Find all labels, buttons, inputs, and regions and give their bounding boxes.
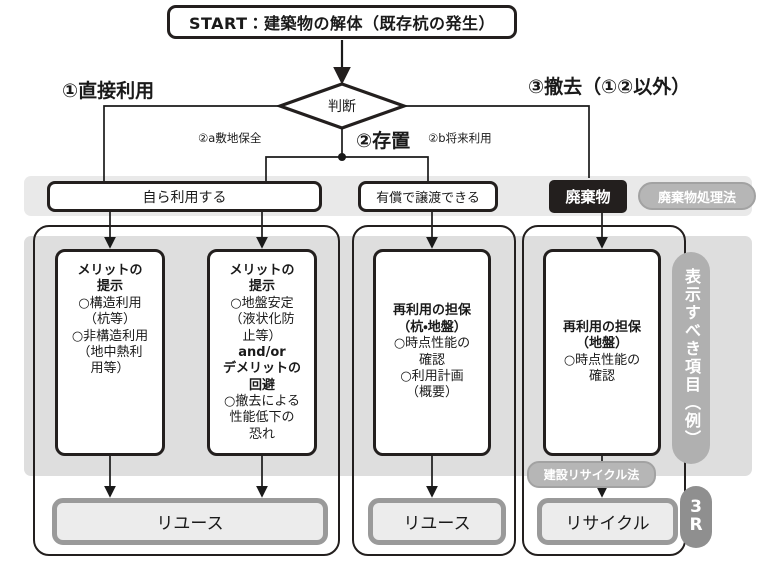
branch-label-retain: ②存置: [356, 130, 411, 152]
branch-label-direct-use: ①直接利用: [62, 80, 155, 102]
detail-box-merit-structural: メリットの 提示 ○構造利用 （杭等） ○非構造利用 （地中熱利 用等）: [55, 249, 165, 456]
group-frame-self-use: [33, 225, 340, 556]
detail-heading: メリットの 提示: [77, 263, 143, 295]
group-frame-paid-transfer: [352, 225, 516, 556]
side-label-display-items: 表示すべき項目（例）: [672, 252, 710, 464]
pill-construction-recycle-law: 建設リサイクル法: [527, 461, 656, 488]
decision-label: 判断: [328, 99, 356, 115]
badge-3r-line2: R: [689, 515, 703, 535]
detail-box-merit-demerit: メリットの 提示 ○地盤安定 （液状化防 止等） and/or デメリットの 回…: [207, 249, 317, 456]
detail-body: ○地盤安定 （液状化防 止等）: [229, 295, 295, 344]
badge-3r: 3 R: [680, 486, 712, 548]
start-box: START：建築物の解体（既存杭の発生）: [167, 5, 517, 39]
detail-heading: 再利用の担保 （杭・地盤）: [392, 303, 471, 335]
detail-body: ○時点性能の 確認: [563, 352, 641, 384]
badge-3r-line1: 3: [690, 497, 702, 518]
detail-connector-andor: and/or: [238, 344, 286, 360]
outcome-box-reuse-2: リユース: [368, 498, 506, 545]
category-box-paid-transfer: 有償で譲渡できる: [358, 181, 498, 212]
detail-body: ○時点性能の 確認 ○利用計画 （概要）: [393, 336, 471, 401]
detail-body-secondary: ○撤去による 性能低下の 恐れ: [224, 394, 300, 442]
category-box-waste: 廃棄物: [549, 180, 627, 213]
branch-label-removal: ③撤去（①②以外）: [528, 76, 691, 98]
sub-branch-label-future-use: ②b将来利用: [428, 131, 492, 145]
outcome-box-reuse-1: リユース: [52, 498, 328, 545]
detail-box-reuse-assurance-ground: 再利用の担保 （地盤） ○時点性能の 確認: [543, 249, 661, 456]
detail-body: ○構造利用 （杭等） ○非構造利用 （地中熱利 用等）: [71, 295, 149, 377]
detail-heading: 再利用の担保 （地盤）: [562, 319, 641, 352]
detail-box-reuse-assurance-pile-ground: 再利用の担保 （杭・地盤） ○時点性能の 確認 ○利用計画 （概要）: [373, 249, 491, 456]
pill-waste-disposal-law: 廃棄物処理法: [638, 182, 756, 210]
detail-heading-secondary: デメリットの 回避: [222, 361, 301, 393]
category-box-self-use: 自ら利用する: [47, 181, 322, 212]
sub-branch-label-site-conservation: ②a敷地保全: [198, 131, 262, 145]
outcome-box-recycle: リサイクル: [537, 498, 678, 545]
detail-heading: メリットの 提示: [229, 263, 295, 295]
